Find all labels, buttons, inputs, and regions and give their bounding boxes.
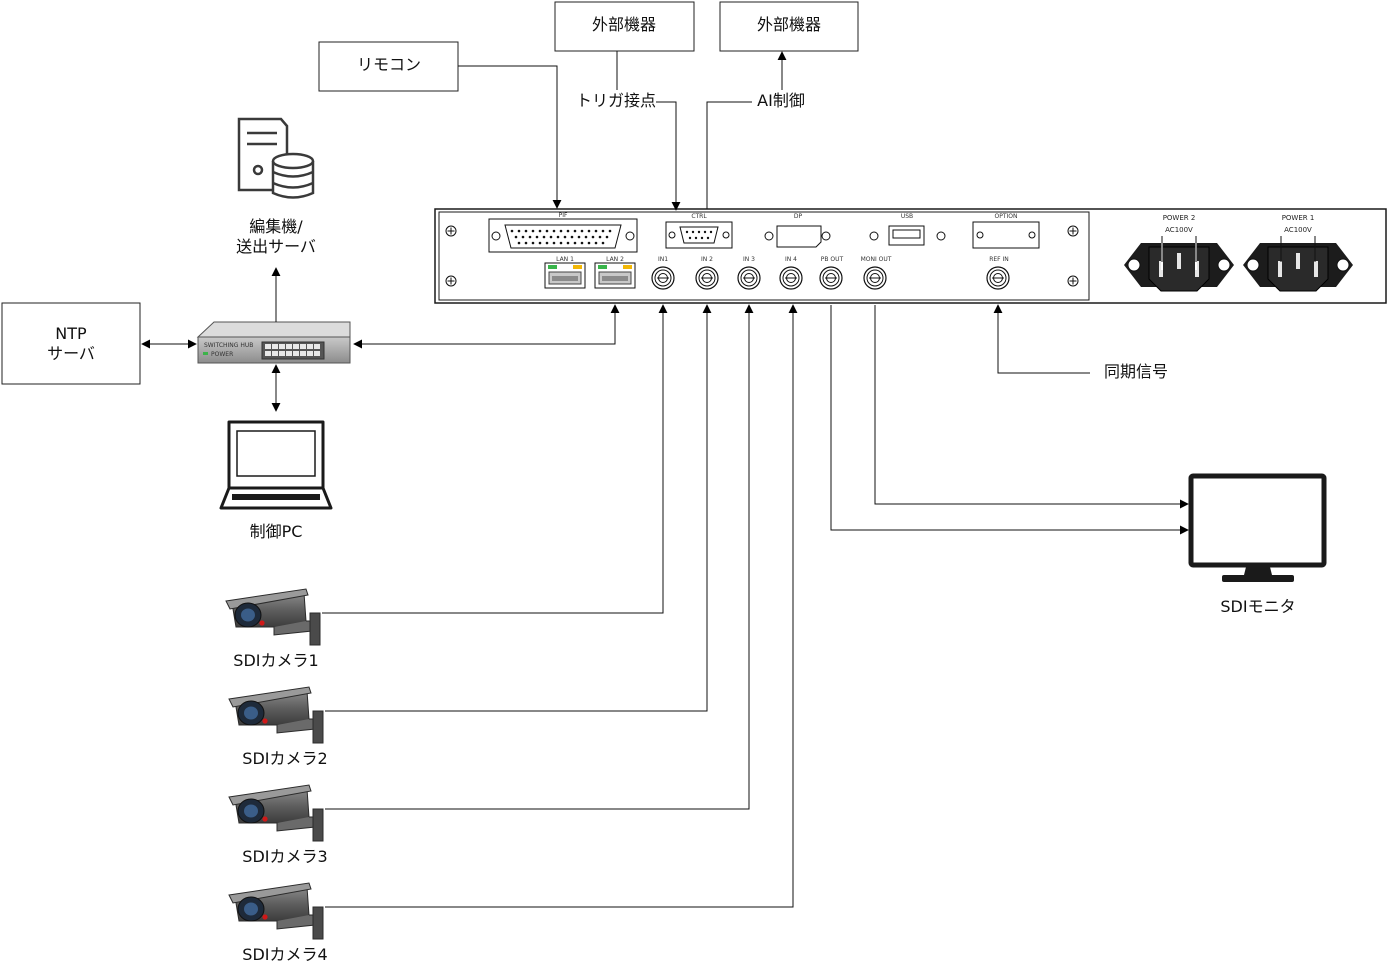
ac-power-inlet-icon xyxy=(1123,242,1235,292)
port-label-pif: PIF xyxy=(559,212,568,219)
ai-control-wire xyxy=(706,101,752,209)
security-camera-icon xyxy=(228,686,324,744)
port-label-pgm-out: PB OUT xyxy=(821,256,844,263)
port-label-in4: IN 4 xyxy=(785,256,797,263)
control-pc-label: 制御PC xyxy=(250,522,303,541)
external-device-box-2 xyxy=(719,1,859,52)
power-1-rating: AC100V xyxy=(1284,226,1312,234)
hub-lan-wire xyxy=(353,304,620,349)
external-device-label-2: 外部機器 xyxy=(757,15,821,34)
port-label-ctrl: CTRL xyxy=(691,213,707,220)
bnc-connector-icon xyxy=(986,266,1010,290)
port-label-dp: DP xyxy=(794,213,803,220)
power-2-label: POWER 2 xyxy=(1163,214,1196,222)
port-label-moni-out: MONI OUT xyxy=(861,256,892,263)
laptop-icon xyxy=(219,420,333,510)
security-camera-icon xyxy=(228,784,324,842)
port-label-option: OPTION xyxy=(995,213,1018,220)
remote-to-pif-wire xyxy=(458,65,562,209)
network-switch-icon xyxy=(196,321,351,364)
bnc-connector-icon xyxy=(651,266,675,290)
bnc-connector-icon xyxy=(737,266,761,290)
power-2-rating: AC100V xyxy=(1165,226,1193,234)
camera-label-1: SDIカメラ1 xyxy=(233,651,318,670)
external-device-box-1 xyxy=(554,1,695,52)
bnc-connector-icon xyxy=(863,266,887,290)
hub-power-label: POWER xyxy=(211,351,233,358)
server-label-line2: 送出サーバ xyxy=(236,237,316,256)
rj45-port-icon xyxy=(544,262,586,289)
external-device-label-1: 外部機器 xyxy=(592,15,656,34)
monitor-icon xyxy=(1188,473,1327,582)
sync-signal-label: 同期信号 xyxy=(1104,362,1168,381)
remote-box xyxy=(318,41,459,92)
port-label-lan2: LAN 2 xyxy=(606,256,624,263)
ntp-label-line2: サーバ xyxy=(47,344,95,363)
camera3-to-in3-wire xyxy=(325,304,754,810)
camera-label-4: SDIカメラ4 xyxy=(242,945,327,964)
port-label-lan1: LAN 1 xyxy=(556,256,574,263)
camera1-to-in1-wire xyxy=(322,304,668,614)
bnc-connector-icon xyxy=(695,266,719,290)
remote-label: リモコン xyxy=(357,55,421,74)
bnc-connector-icon xyxy=(819,266,843,290)
bnc-connector-icon xyxy=(779,266,803,290)
port-label-usb: USB xyxy=(901,213,913,220)
sync-to-ref-in-wire xyxy=(993,304,1090,374)
port-label-in1: IN1 xyxy=(658,256,668,263)
device-rear-panel xyxy=(434,208,1387,304)
port-label-ref-in: REF IN xyxy=(989,256,1009,263)
camera2-to-in2-wire xyxy=(325,304,712,712)
port-label-in2: IN 2 xyxy=(701,256,713,263)
moni-out-to-monitor-wire xyxy=(874,305,1189,509)
camera-label-2: SDIカメラ2 xyxy=(242,749,327,768)
security-camera-icon xyxy=(225,588,321,646)
trigger-to-ctrl-wire xyxy=(656,101,681,211)
trigger-label: トリガ接点 xyxy=(576,91,656,110)
ac-power-inlet-icon xyxy=(1242,242,1354,292)
power-1-label: POWER 1 xyxy=(1282,214,1315,222)
ntp-label-line1: NTP xyxy=(55,324,87,343)
ai-control-label: AI制御 xyxy=(757,91,805,110)
camera4-to-in4-wire xyxy=(325,304,798,908)
security-camera-icon xyxy=(228,882,324,940)
camera-label-3: SDIカメラ3 xyxy=(242,847,327,866)
server-label-line1: 編集機/ xyxy=(249,217,303,236)
rj45-port-icon xyxy=(594,262,636,289)
monitor-label: SDIモニタ xyxy=(1220,597,1295,616)
ntp-server-box xyxy=(1,302,141,385)
pgm-out-to-monitor-wire xyxy=(830,305,1189,535)
hub-label: SWITCHING HUB xyxy=(204,342,253,349)
server-database-icon xyxy=(237,117,315,199)
port-label-in3: IN 3 xyxy=(743,256,755,263)
